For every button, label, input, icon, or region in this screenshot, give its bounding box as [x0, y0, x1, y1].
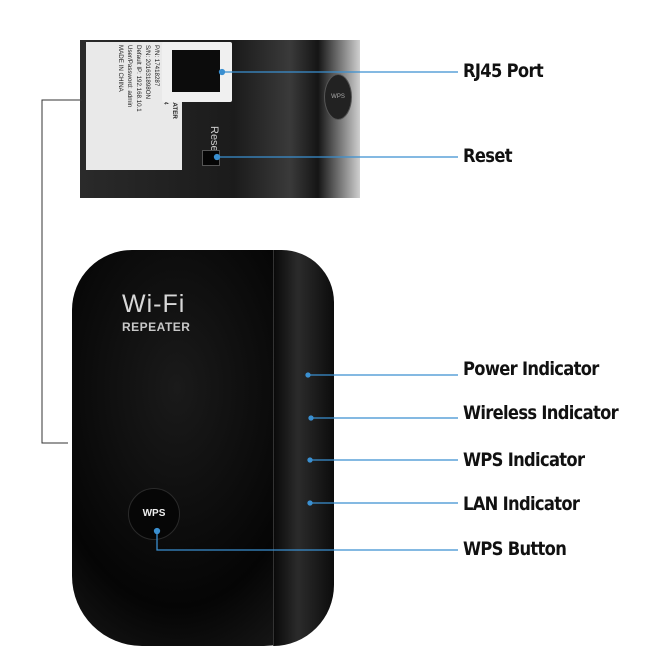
- repeater-device: Wi-Fi REPEATER WPS: [72, 250, 334, 646]
- wifi-logo: Wi-Fi: [122, 290, 186, 318]
- callout-lan-indicator: LAN Indicator: [463, 493, 580, 515]
- reset-dot: [213, 153, 221, 161]
- lan-dot: [307, 500, 313, 506]
- wps-indicator-dot: [307, 457, 313, 463]
- callout-reset: Reset: [463, 145, 513, 167]
- wps-button-dot: [153, 527, 161, 535]
- brand-subtitle: REPEATER: [122, 320, 191, 334]
- callout-power-indicator: Power Indicator: [463, 358, 599, 380]
- rj45-dot: [218, 68, 226, 76]
- wireless-dot: [308, 415, 314, 421]
- top-view-photo: WIRELESS-N REPEATER MAC: 00E0201A9404 P/…: [80, 40, 360, 198]
- callout-rj45-port: RJ45 Port: [463, 60, 544, 82]
- callout-wireless-indicator: Wireless Indicator: [463, 402, 619, 424]
- power-dot: [305, 372, 311, 378]
- wps-button-top: WPS: [324, 74, 352, 120]
- callout-wps-indicator: WPS Indicator: [463, 449, 585, 471]
- callout-wps-button: WPS Button: [463, 538, 567, 560]
